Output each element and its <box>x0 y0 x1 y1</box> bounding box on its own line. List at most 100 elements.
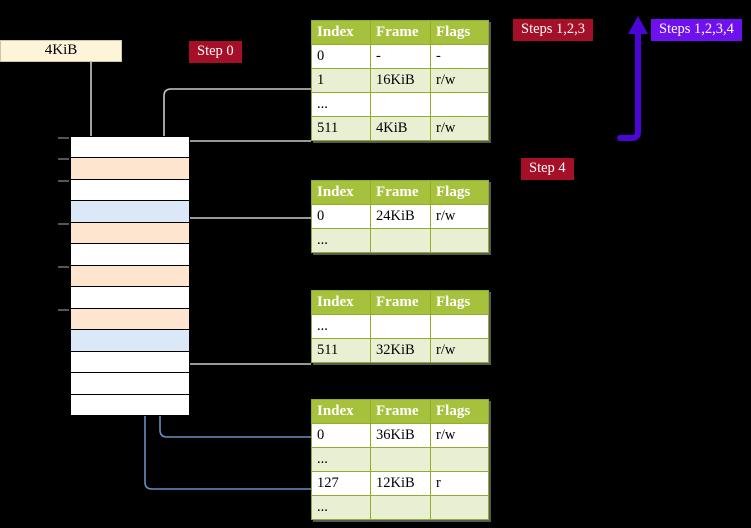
table-header-flags: Flags <box>430 399 489 424</box>
memory-size-label: 4KiB <box>0 40 122 62</box>
violet-step-bracket-arrow <box>617 16 648 141</box>
table-header-index: Index <box>311 180 371 205</box>
memory-frame-row <box>71 330 189 352</box>
memory-frame-row <box>71 244 189 266</box>
table-cell: 511 <box>311 116 371 141</box>
memory-frame-row <box>71 222 189 245</box>
table-cell: 16KiB <box>370 68 431 93</box>
table-cell: 511 <box>311 338 371 363</box>
memory-frame-row <box>71 351 189 374</box>
wire-return-36kib <box>159 205 311 438</box>
memory-frame-row <box>71 308 189 331</box>
memory-frame-row <box>71 179 189 202</box>
table-cell: 0 <box>311 44 371 69</box>
badge-steps-1234-label: Steps 1,2,3,4 <box>659 21 734 37</box>
table-cell: r <box>430 471 489 496</box>
table-cell: r/w <box>430 116 489 141</box>
table-cell: r/w <box>430 204 489 229</box>
table-cell <box>370 495 431 520</box>
table-cell: 0 <box>311 204 371 229</box>
table-cell: 12KiB <box>370 471 431 496</box>
memory-tick-mark <box>58 179 69 182</box>
table-cell: 24KiB <box>370 204 431 229</box>
wire-l2-32kib <box>182 295 311 365</box>
table-header-flags: Flags <box>430 20 489 45</box>
memory-tick-mark <box>58 158 69 161</box>
table-cell <box>370 228 431 253</box>
table-header-flags: Flags <box>430 290 489 315</box>
physical-memory-column <box>58 136 190 416</box>
wire-l4-16kib <box>163 88 311 153</box>
table-row: 0-- <box>311 44 489 69</box>
table-cell: r/w <box>430 338 489 363</box>
badge-step-4-label: Step 4 <box>529 160 566 176</box>
wire-return-12kib <box>144 327 311 490</box>
table-cell <box>430 228 489 253</box>
table-cell: 36KiB <box>370 423 431 448</box>
table-cell: ... <box>311 314 371 339</box>
memory-size-text: 4KiB <box>44 42 78 58</box>
memory-frame-row <box>71 201 189 223</box>
memory-tick-mark <box>58 308 69 311</box>
table-header-frame: Frame <box>370 290 431 315</box>
badge-step-0: Step 0 <box>189 41 242 63</box>
table-header-frame: Frame <box>370 180 431 205</box>
table-cell <box>370 447 431 472</box>
wire-l3-24kib <box>175 217 311 260</box>
badge-steps-123: Steps 1,2,3 <box>513 19 594 41</box>
table-cell: 4KiB <box>370 116 431 141</box>
table-header-frame: Frame <box>370 399 431 424</box>
badge-steps-1234: Steps 1,2,3,4 <box>651 19 742 41</box>
table-cell <box>430 495 489 520</box>
table-header-index: Index <box>311 399 371 424</box>
memory-frame-row <box>71 137 189 159</box>
table-header-flags: Flags <box>430 180 489 205</box>
table-header-index: Index <box>311 20 371 45</box>
table-cell: 127 <box>311 471 371 496</box>
memory-frame-row <box>71 373 189 395</box>
table-cell: ... <box>311 92 371 117</box>
table-cell: - <box>430 44 489 69</box>
table-row: ... <box>311 92 489 117</box>
memory-frame-row <box>71 287 189 309</box>
wire-l4-4kib <box>175 140 311 161</box>
table-cell: - <box>370 44 431 69</box>
table-row: ... <box>311 495 489 520</box>
table-cell: 32KiB <box>370 338 431 363</box>
memory-tick-mark <box>58 137 69 139</box>
table-cell <box>370 314 431 339</box>
memory-tick-mark <box>58 265 69 268</box>
table-cell: 0 <box>311 423 371 448</box>
table-cell: ... <box>311 447 371 472</box>
memory-frame-row <box>71 158 189 180</box>
badge-step-0-label: Step 0 <box>197 43 234 59</box>
table-cell <box>430 92 489 117</box>
table-cell: ... <box>311 495 371 520</box>
badge-step-4: Step 4 <box>521 158 574 180</box>
table-header-frame: Frame <box>370 20 431 45</box>
memory-frame-row <box>71 394 189 416</box>
table-cell: ... <box>311 228 371 253</box>
table-row: ... <box>311 228 489 253</box>
table-cell: r/w <box>430 423 489 448</box>
memory-tick-mark <box>58 222 69 225</box>
table-cell: r/w <box>430 68 489 93</box>
table-cell <box>370 92 431 117</box>
table-row: ... <box>311 447 489 472</box>
table-cell <box>430 314 489 339</box>
table-cell: 1 <box>311 68 371 93</box>
badge-steps-123-label: Steps 1,2,3 <box>521 21 586 37</box>
table-header-index: Index <box>311 290 371 315</box>
table-row: ... <box>311 314 489 339</box>
